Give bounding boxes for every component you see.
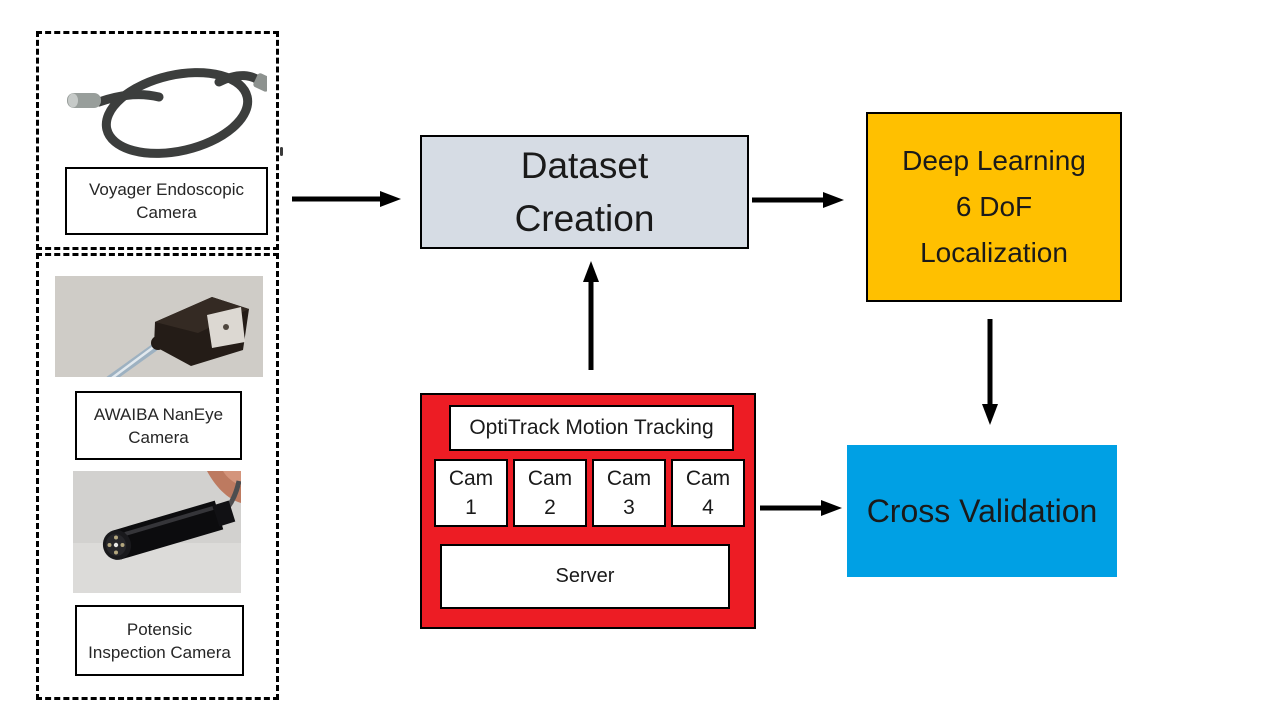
optitrack-header-box: OptiTrack Motion Tracking <box>449 405 734 451</box>
camera-group-panel: AWAIBA NanEye Camera Potensic Inspection… <box>36 253 279 700</box>
voyager-label-line1: Voyager Endoscopic <box>89 180 244 199</box>
awaiba-label-line1: AWAIBA NanEye <box>93 404 224 424</box>
deep-learning-line3: Localization <box>920 237 1068 268</box>
cam-1-line1: Cam <box>448 467 494 490</box>
arrow-right-icon-cameras-to-dataset <box>292 191 401 207</box>
potensic-label-box: Potensic Inspection Camera <box>75 605 244 676</box>
deep-learning-line1: Deep Learning <box>902 145 1086 176</box>
stray-mark <box>280 147 283 156</box>
arrow-right-icon-tracking-to-cross-validation <box>760 500 842 516</box>
cam-2-line1: Cam <box>527 467 573 490</box>
deep-learning-line2: 6 DoF <box>955 191 1033 222</box>
potensic-label-line1: Potensic <box>126 619 193 639</box>
dataset-creation-node: Dataset Creation <box>420 135 749 249</box>
awaiba-naneye-photo <box>55 276 263 377</box>
cam-4-line1: Cam <box>685 467 731 490</box>
cam-1-line2: 1 <box>465 496 477 519</box>
arrow-down-icon-deep-learning-to-cross-validation <box>982 319 998 425</box>
voyager-camera-panel: Voyager Endoscopic Camera <box>36 31 279 250</box>
voyager-endoscope-photo <box>61 45 267 163</box>
arrow-up-icon-tracking-to-dataset <box>583 261 599 370</box>
awaiba-label-box: AWAIBA NanEye Camera <box>75 391 242 460</box>
dataset-creation-line2: Creation <box>514 198 655 239</box>
cam-4-box: Cam 4 <box>671 459 745 527</box>
camera-row: Cam 1 Cam 2 Cam 3 Cam 4 <box>434 459 745 527</box>
voyager-label-box: Voyager Endoscopic Camera <box>65 167 268 235</box>
voyager-label-line2: Camera <box>136 203 197 222</box>
server-label: Server <box>555 565 615 587</box>
tracking-system-node: OptiTrack Motion Tracking Cam 1 Cam 2 Ca… <box>420 393 756 629</box>
cam-2-box: Cam 2 <box>513 459 587 527</box>
cam-3-line1: Cam <box>606 467 652 490</box>
cam-3-line2: 3 <box>623 496 635 519</box>
cam-1-box: Cam 1 <box>434 459 508 527</box>
arrow-right-icon-dataset-to-deep-learning <box>752 192 844 208</box>
dataset-creation-line1: Dataset <box>520 145 649 186</box>
cross-validation-node: Cross Validation <box>847 445 1117 577</box>
server-box: Server <box>440 544 730 609</box>
cam-3-box: Cam 3 <box>592 459 666 527</box>
optitrack-header-label: OptiTrack Motion Tracking <box>469 416 714 439</box>
cross-validation-label: Cross Validation <box>866 492 1098 529</box>
potensic-label-line2: Inspection Camera <box>88 642 231 662</box>
cam-2-line2: 2 <box>544 496 556 519</box>
cam-4-line2: 4 <box>702 496 714 519</box>
awaiba-label-line2: Camera <box>128 427 189 447</box>
potensic-inspection-photo <box>73 471 241 593</box>
deep-learning-node: Deep Learning 6 DoF Localization <box>866 112 1122 302</box>
